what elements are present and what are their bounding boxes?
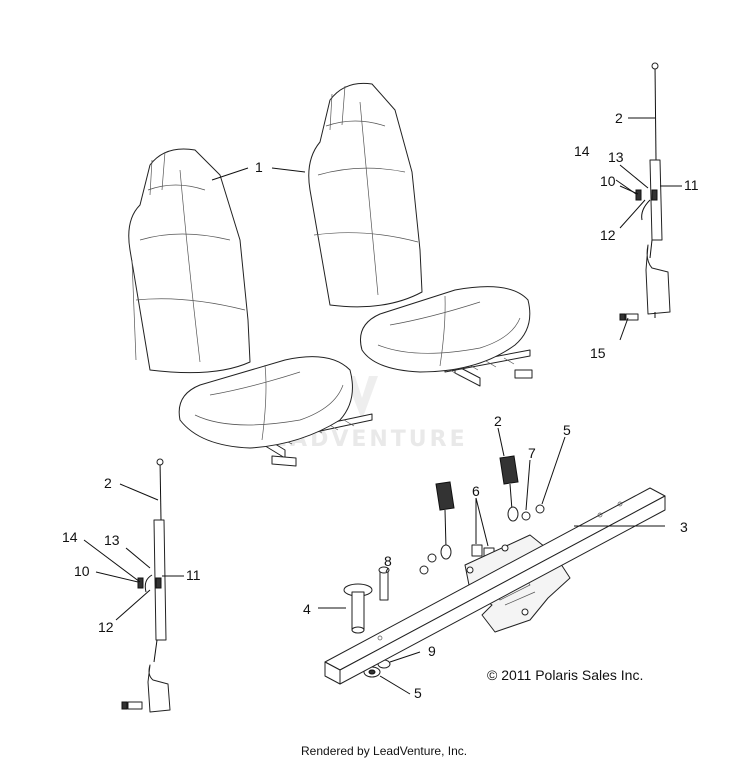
callout-11-top-right: 11 (684, 177, 699, 193)
callout-8: 8 (384, 553, 392, 569)
callout-2-left: 2 (104, 475, 112, 491)
callout-4: 4 (303, 601, 311, 617)
callout-5-lower: 5 (414, 685, 422, 701)
callout-14-top-right: 14 (574, 143, 590, 159)
callout-12-left: 12 (98, 619, 114, 635)
callout-9: 9 (428, 643, 436, 659)
callout-2-top-right: 2 (615, 110, 623, 126)
callout-13-top-right: 13 (608, 149, 624, 165)
render-credit: Rendered by LeadVenture, Inc. (301, 744, 467, 758)
callout-10-top-right: 10 (600, 173, 616, 189)
callout-1: 1 (255, 159, 263, 175)
callout-5-upper: 5 (563, 422, 571, 438)
belt-assembly-left (121, 458, 171, 713)
belt-assembly-top-right (619, 62, 671, 321)
callout-11-left: 11 (186, 567, 201, 583)
callout-labels: 1 2 13 14 10 11 12 15 2 13 14 10 11 12 2… (62, 110, 699, 701)
callout-12-top-right: 12 (600, 227, 616, 243)
seat-left (128, 148, 373, 467)
seat-right (308, 82, 533, 387)
cross-tube (324, 487, 666, 685)
callout-7: 7 (528, 445, 536, 461)
callout-10-left: 10 (74, 563, 90, 579)
callout-2-middle: 2 (494, 413, 502, 429)
callout-15: 15 (590, 345, 606, 361)
leader-lines (83, 117, 682, 695)
callout-3: 3 (680, 519, 688, 535)
copyright-notice: © 2011 Polaris Sales Inc. (487, 667, 643, 683)
callout-13-left: 13 (104, 532, 120, 548)
callout-14-left: 14 (62, 529, 78, 545)
callout-6: 6 (472, 483, 480, 499)
